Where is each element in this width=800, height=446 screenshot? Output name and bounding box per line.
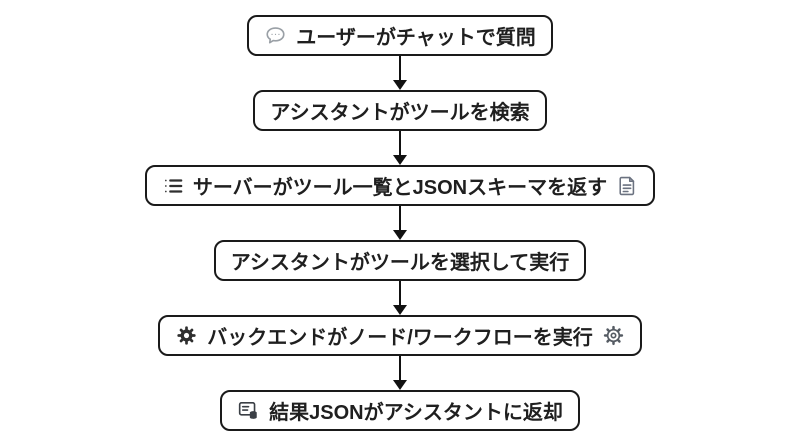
- flow-node-label: 結果JSONがアシスタントに返却: [269, 402, 563, 424]
- arrow-head-icon: [393, 230, 407, 240]
- list-icon: [162, 175, 184, 197]
- flow-node-user-question: ユーザーがチャットで質問: [247, 15, 553, 56]
- arrow-shaft: [399, 356, 401, 380]
- flow-node-label: アシスタントがツールを検索: [270, 102, 530, 124]
- gear-filled-icon: [175, 324, 198, 347]
- database-result-icon: [237, 399, 260, 422]
- flow-node-backend-execute: バックエンドがノード/ワークフローを実行: [158, 315, 642, 356]
- flow-node-label: サーバーがツール一覧とJSONスキーマを返す: [192, 177, 608, 199]
- arrow-shaft: [399, 281, 401, 305]
- down-arrow: [393, 56, 407, 90]
- document-icon: [616, 175, 638, 197]
- down-arrow: [393, 281, 407, 315]
- arrow-head-icon: [393, 380, 407, 390]
- flow-node-label: アシスタントがツールを選択して実行: [230, 252, 570, 274]
- gear-outline-icon: [602, 324, 625, 347]
- down-arrow: [393, 206, 407, 240]
- arrow-head-icon: [393, 305, 407, 315]
- chat-bubble-icon: [264, 24, 287, 47]
- arrow-shaft: [399, 56, 401, 80]
- flow-node-result-returned: 結果JSONがアシスタントに返却: [220, 390, 580, 431]
- flow-node-label: バックエンドがノード/ワークフローを実行: [207, 327, 593, 349]
- flow-node-label: ユーザーがチャットで質問: [296, 27, 536, 49]
- arrow-shaft: [399, 206, 401, 230]
- flow-node-assistant-select-execute: アシスタントがツールを選択して実行: [213, 240, 587, 281]
- down-arrow: [393, 131, 407, 165]
- flow-node-server-returns-schema: サーバーがツール一覧とJSONスキーマを返す: [144, 165, 656, 206]
- arrow-head-icon: [393, 155, 407, 165]
- arrow-head-icon: [393, 80, 407, 90]
- flow-node-assistant-search: アシスタントがツールを検索: [253, 90, 547, 131]
- arrow-shaft: [399, 131, 401, 155]
- down-arrow: [393, 356, 407, 390]
